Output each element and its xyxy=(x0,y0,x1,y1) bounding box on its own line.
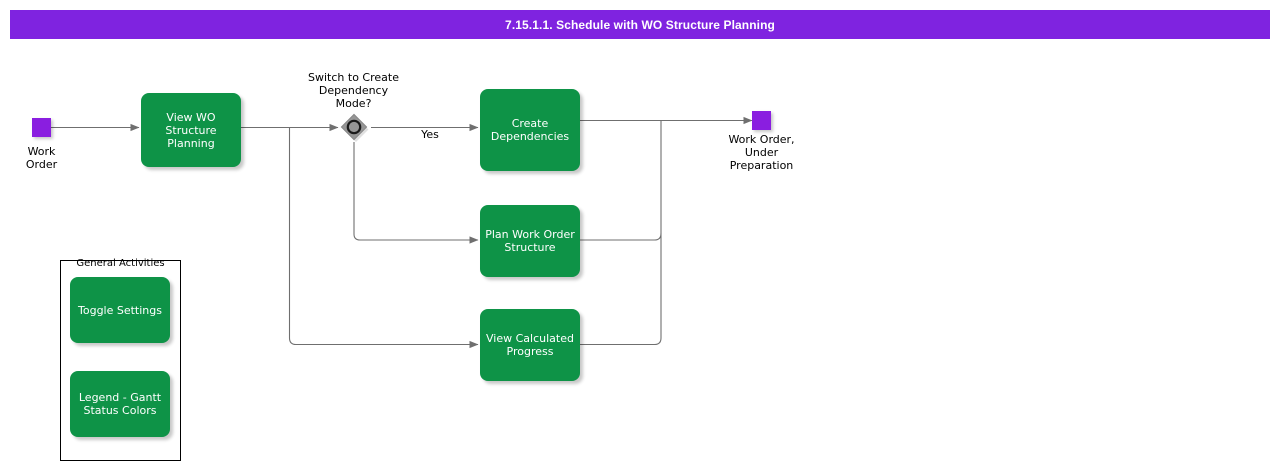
edge-plan-wo-structure-to-merge xyxy=(580,233,662,241)
activity-label: View WO Structure Planning xyxy=(165,110,217,150)
activity-legend-gantt-status-colors[interactable]: Legend - Gantt Status Colors xyxy=(70,371,170,437)
edge-label-yes: Yes xyxy=(421,128,439,141)
page-title: 7.15.1.1. Schedule with WO Structure Pla… xyxy=(505,17,775,32)
edge-gateway-to-plan-wo-structure xyxy=(353,142,479,244)
page-title-bar: 7.15.1.1. Schedule with WO Structure Pla… xyxy=(10,10,1270,39)
activity-label: View Calculated Progress xyxy=(486,332,574,358)
activity-plan-work-order-structure[interactable]: Plan Work Order Structure xyxy=(480,205,580,277)
activity-label: Legend - Gantt Status Colors xyxy=(78,391,162,417)
start-terminal-label: Work Order xyxy=(25,145,58,171)
general-activities-title: General Activities xyxy=(76,258,165,269)
activity-view-calculated-progress[interactable]: View Calculated Progress xyxy=(480,309,580,381)
edge-merge-riser xyxy=(580,120,662,346)
activity-view-wo-structure-planning[interactable]: View WO Structure Planning xyxy=(141,93,241,167)
end-terminal[interactable] xyxy=(752,111,771,130)
event-gateway[interactable] xyxy=(339,112,369,142)
activity-create-dependencies[interactable]: Create Dependencies xyxy=(480,89,580,171)
activity-toggle-settings[interactable]: Toggle Settings xyxy=(70,277,170,343)
end-terminal-label: Work Order, Under Preparation xyxy=(728,133,795,172)
gateway-label: Switch to Create Dependency Mode? xyxy=(308,71,399,110)
general-activities-group xyxy=(60,260,181,461)
activity-label: Create Dependencies xyxy=(490,117,570,143)
activity-label: Plan Work Order Structure xyxy=(485,228,575,254)
edge-branch-to-view-calculated-progress xyxy=(288,127,479,349)
activity-label: Toggle Settings xyxy=(78,303,162,317)
gateway-event-circle xyxy=(346,119,362,135)
start-terminal[interactable] xyxy=(32,118,51,137)
